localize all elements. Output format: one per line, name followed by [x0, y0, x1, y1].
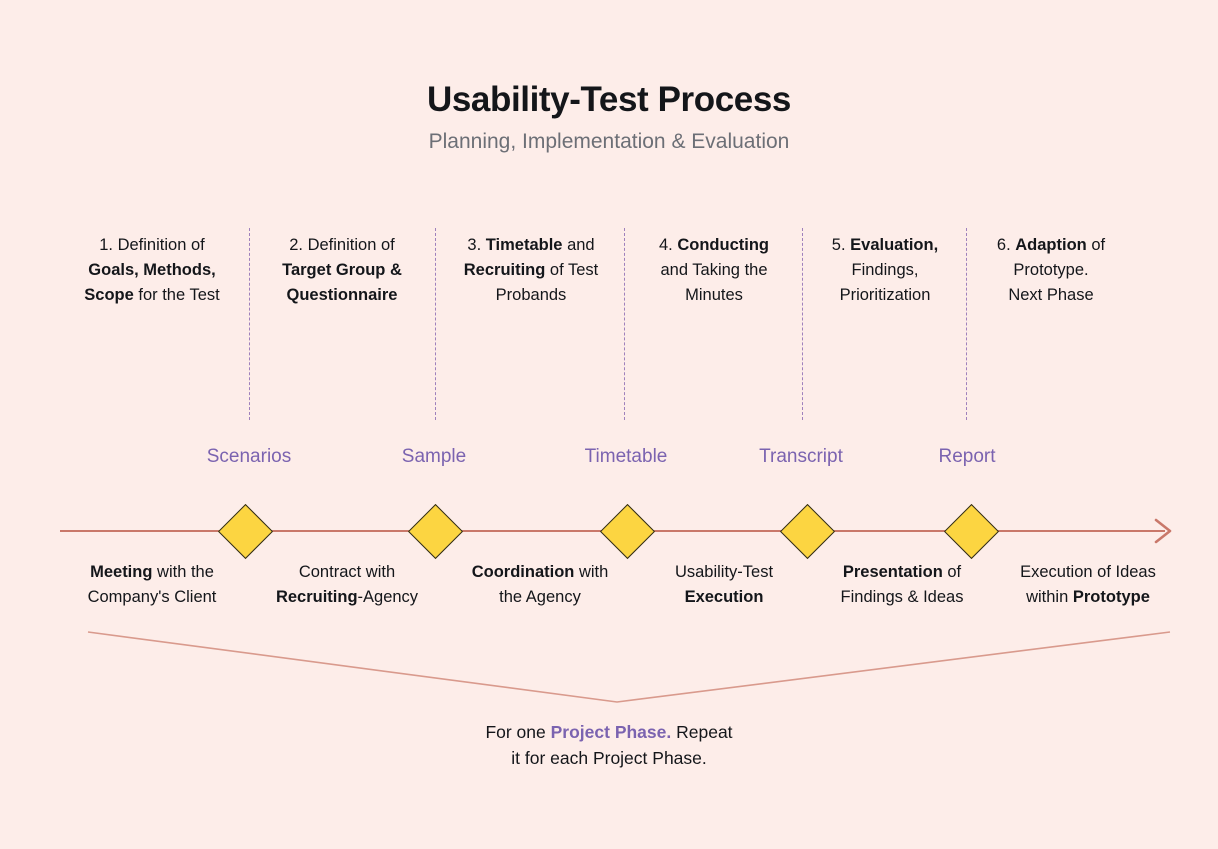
footer-text-accent: Project Phase. [550, 722, 672, 742]
step-divider-3 [624, 228, 625, 420]
bottom-label-6: Execution of Ideas within Prototype [990, 560, 1186, 610]
milestone-marker-4 [779, 503, 836, 560]
milestone-label-scenarios: Scenarios [206, 446, 292, 467]
text-line: Goals, Methods, [88, 261, 216, 279]
text-line: Findings, [851, 261, 919, 279]
text-line: Probands [495, 286, 567, 304]
timeline-arrow-icon [1154, 518, 1172, 544]
milestone-label-report: Report [938, 446, 996, 467]
bottom-label-3: Coordination with the Agency [444, 560, 636, 610]
footer-text-post: Repeat [671, 722, 733, 742]
milestone-marker-5 [943, 503, 1000, 560]
text-line: 3. Timetable and [467, 236, 595, 254]
text-line: Scope for the Test [84, 286, 220, 304]
step-divider-2 [435, 228, 436, 420]
text-line: 2. Definition of [289, 236, 395, 254]
milestone-label-sample: Sample [401, 446, 467, 467]
step-label-1: 1. Definition of Goals, Methods, Scope for… [56, 233, 248, 308]
text-line: 1. Definition of [99, 236, 205, 254]
step-divider-4 [802, 228, 803, 420]
bottom-label-5: Presentation of Findings & Ideas [806, 560, 998, 610]
repeat-bracket [87, 631, 1171, 703]
milestone-marker-3 [599, 503, 656, 560]
text-line: Questionnaire [286, 286, 398, 304]
text-line: the Agency [499, 588, 581, 606]
text-line: 4. Conducting [658, 236, 769, 254]
text-line: Presentation of [842, 563, 962, 581]
footer-caption-line-1: For one Project Phase. Repeat [0, 720, 1218, 746]
text-line: Prioritization [839, 286, 931, 304]
text-line: Findings & Ideas [840, 588, 964, 606]
text-line: within Prototype [1026, 588, 1150, 606]
text-line: Next Phase [1008, 286, 1094, 304]
text-line: 6. Adaption of [996, 236, 1106, 254]
milestone-marker-2 [407, 503, 464, 560]
step-label-5: 5. Evaluation, Findings, Prioritization [804, 233, 966, 308]
step-divider-1 [249, 228, 250, 420]
milestone-marker-1 [217, 503, 274, 560]
step-label-2: 2. Definition of Target Group & Questionna… [249, 233, 435, 308]
page-subtitle: Planning, Implementation & Evaluation [428, 130, 790, 153]
footer-caption: For one Project Phase. Repeat it for eac… [0, 720, 1218, 771]
text-line: Meeting with the [90, 563, 214, 581]
text-line: Recruiting-Agency [275, 588, 419, 606]
text-line: Coordination with [471, 563, 609, 581]
page-title: Usability-Test Process [426, 80, 792, 119]
text-line: and Taking the [660, 261, 768, 279]
milestone-label-timetable: Timetable [584, 446, 668, 467]
text-line: Minutes [685, 286, 743, 304]
text-line: Company's Client [87, 588, 217, 606]
footer-text-pre: For one [485, 722, 551, 742]
text-line: Target Group & [282, 261, 402, 279]
footer-caption-line-2: it for each Project Phase. [511, 747, 707, 768]
text-line: Execution [684, 588, 764, 606]
text-line: Usability-Test [674, 563, 774, 581]
step-label-6: 6. Adaption of Prototype. Next Phase [968, 233, 1134, 308]
text-line: Prototype. [1013, 261, 1089, 279]
text-line: Recruiting of Test [463, 261, 599, 279]
text-line: Contract with [298, 563, 396, 581]
step-divider-5 [966, 228, 967, 420]
text-line: 5. Evaluation, [831, 236, 939, 254]
text-line: Execution of Ideas [1020, 563, 1156, 581]
milestone-label-transcript: Transcript [759, 446, 843, 467]
